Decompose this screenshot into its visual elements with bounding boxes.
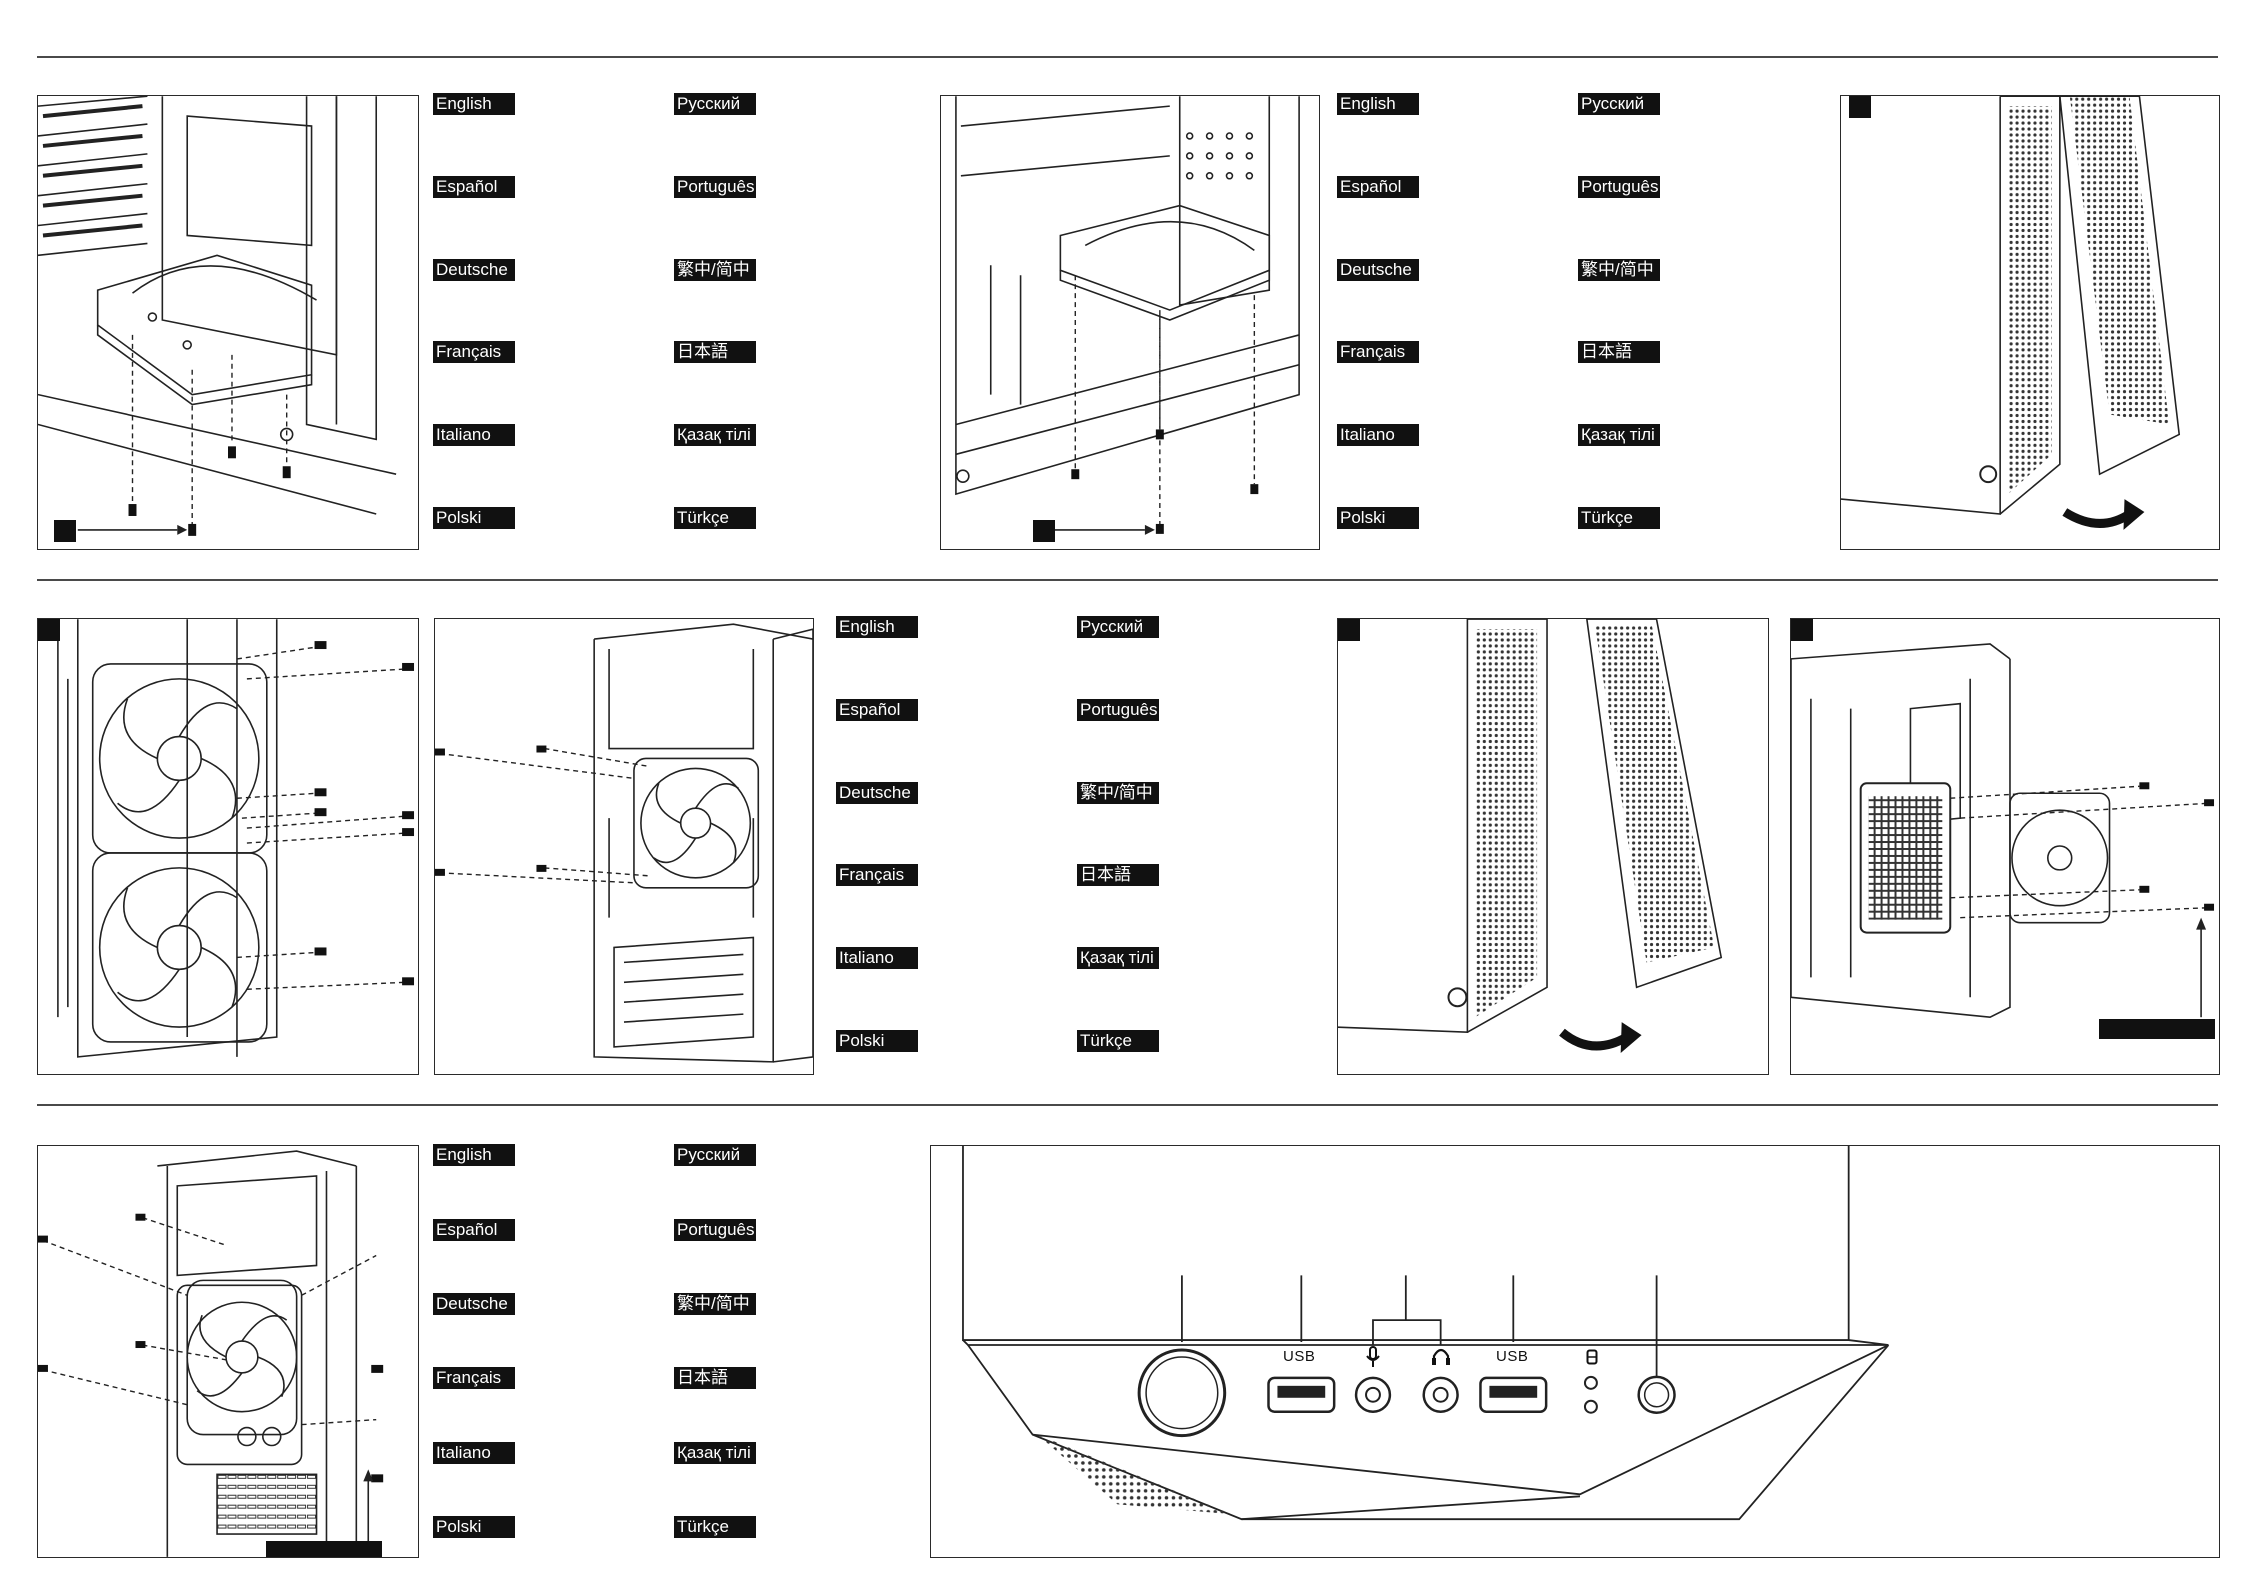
lang-label: 繁中/简中 [674,259,756,281]
step-marker [38,619,60,641]
lang-label: Русский [674,93,756,115]
lang-label: Italiano [433,424,515,446]
lang-label: Русский [1077,616,1159,638]
lang-label: 日本語 [674,1367,756,1389]
step-marker [1791,619,1813,641]
lang-label: Deutsche [1337,259,1419,281]
lang-label: Türkçe [674,1516,756,1538]
rear-radiator-drawing [38,1150,384,1557]
hdd-case-drawing [38,96,397,536]
lang-label: Français [433,1367,515,1389]
front-panel-drawing [1841,96,2181,530]
lang-label: 日本語 [1077,864,1159,886]
usb-label: USB [1283,1348,1316,1365]
lang-label: Қазақ тілі [674,1442,756,1464]
lang-label: 日本語 [1578,341,1660,363]
lang-label: 繁中/简中 [674,1293,756,1315]
lang-label: Türkçe [1077,1030,1159,1052]
lang-label: Русский [674,1144,756,1166]
lang-label: Français [433,341,515,363]
lang-label: Italiano [433,1442,515,1464]
lang-label: Қазақ тілі [1578,424,1660,446]
radiator-install-illustration [1790,618,2220,1075]
lang-label: Italiano [1337,424,1419,446]
lang-label: Polski [836,1030,918,1052]
lang-label: Deutsche [433,259,515,281]
lang-label: English [433,1144,515,1166]
lang-label: Português [674,176,756,198]
lang-label: Deutsche [433,1293,515,1315]
dual-fan-drawing [38,619,415,1058]
hdd-led-icon [1586,1349,1598,1365]
lang-label: Español [433,1219,515,1241]
usb-label: USB [1496,1348,1529,1365]
lang-label: 日本語 [674,341,756,363]
rear-radiator-install-illustration [37,1145,419,1558]
lang-label: Français [836,864,918,886]
lang-label: Polski [1337,507,1419,529]
lang-label: Français [1337,341,1419,363]
lang-label: Türkçe [674,507,756,529]
lang-label: English [433,93,515,115]
front-panel-drawing-2 [1338,619,1723,1054]
step-marker [54,520,76,542]
lang-label: Português [674,1219,756,1241]
rear-fan-drawing [435,623,813,1063]
row-separator-2 [37,1104,2218,1106]
lang-label: Türkçe [1578,507,1660,529]
caption-bar [2099,1019,2215,1039]
front-panel-removal-illustration [1840,95,2220,550]
front-io-panel-illustration: USB USB [930,1145,2220,1558]
lang-label: Deutsche [836,782,918,804]
lang-label: Español [836,699,918,721]
hdd-bottom-drawing [955,96,1300,535]
radiator-side-drawing [1791,643,2215,1019]
front-panel-removal-illustration-2 [1337,618,1769,1075]
hdd-install-illustration-2 [940,95,1320,550]
caption-bar [266,1541,382,1557]
lang-label: Português [1578,176,1660,198]
lang-label: Polski [433,1516,515,1538]
lang-label: Italiano [836,947,918,969]
lang-label: Español [433,176,515,198]
headphone-icon [1432,1348,1450,1365]
step-marker [1338,619,1360,641]
lang-label: English [836,616,918,638]
front-fan-install-illustration [37,618,419,1075]
lang-label: Polski [433,507,515,529]
lang-label: Español [1337,176,1419,198]
lang-label: Қазақ тілі [674,424,756,446]
row-separator-1 [37,579,2218,581]
step-marker [1849,96,1871,118]
top-rule [37,56,2218,58]
lang-label: 繁中/简中 [1077,782,1159,804]
hdd-install-illustration-1 [37,95,419,550]
microphone-icon [1366,1346,1380,1367]
step-marker [1033,520,1055,542]
lang-label: Қазақ тілі [1077,947,1159,969]
lang-label: 繁中/简中 [1578,259,1660,281]
lang-label: Português [1077,699,1159,721]
rear-fan-install-illustration [434,618,814,1075]
lang-label: English [1337,93,1419,115]
lang-label: Русский [1578,93,1660,115]
io-panel-drawing [962,1146,1890,1521]
